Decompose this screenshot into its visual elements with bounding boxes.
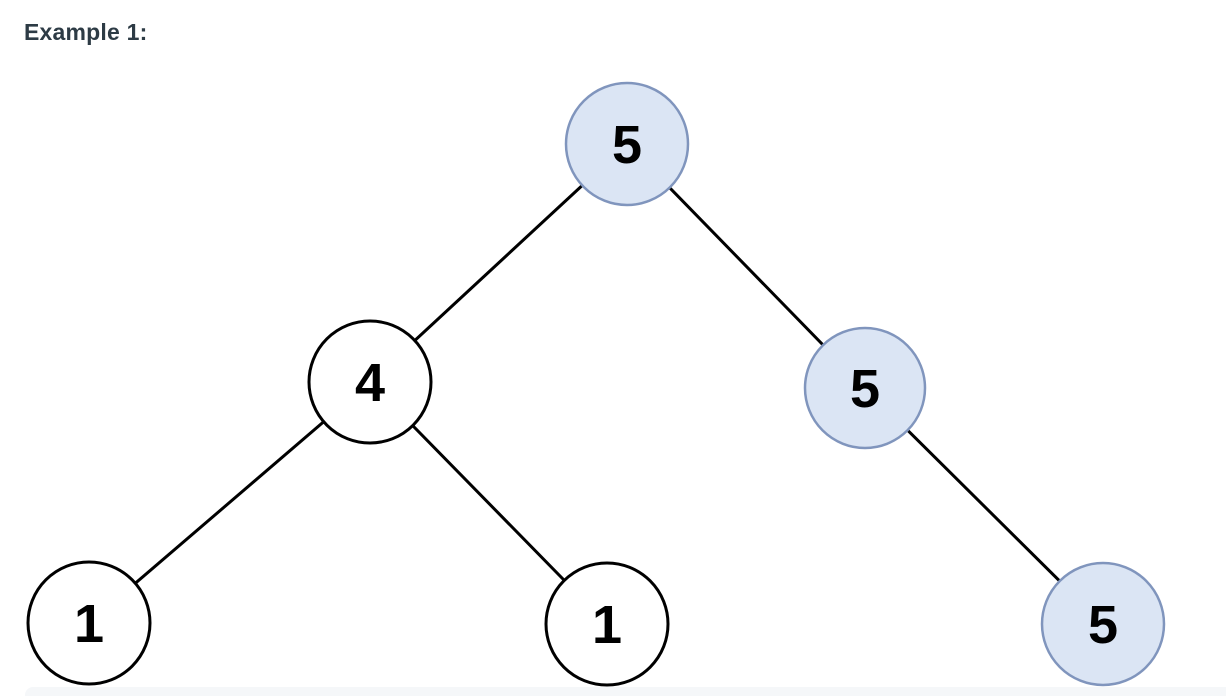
node-circle	[803, 326, 927, 450]
node-value: 5	[612, 115, 642, 175]
node-circle	[564, 81, 690, 207]
tree-node-left-child: 4	[307, 319, 433, 445]
node-circle	[307, 319, 433, 445]
code-block-top-edge	[25, 687, 1226, 696]
node-circle	[26, 560, 152, 686]
node-circle	[544, 561, 670, 687]
tree-node-right-right: 5	[1040, 561, 1166, 687]
example-heading: Example 1:	[24, 19, 148, 45]
node-circle	[1040, 561, 1166, 687]
tree-node-root: 5	[564, 81, 690, 207]
node-value: 5	[1088, 595, 1118, 655]
tree-node-left-right: 1	[544, 561, 670, 687]
node-value: 1	[592, 595, 622, 655]
node-value: 5	[850, 359, 880, 419]
node-value: 1	[74, 594, 104, 654]
tree-node-left-left: 1	[26, 560, 152, 686]
node-value: 4	[355, 353, 385, 413]
tree-node-right-child: 5	[803, 326, 927, 450]
